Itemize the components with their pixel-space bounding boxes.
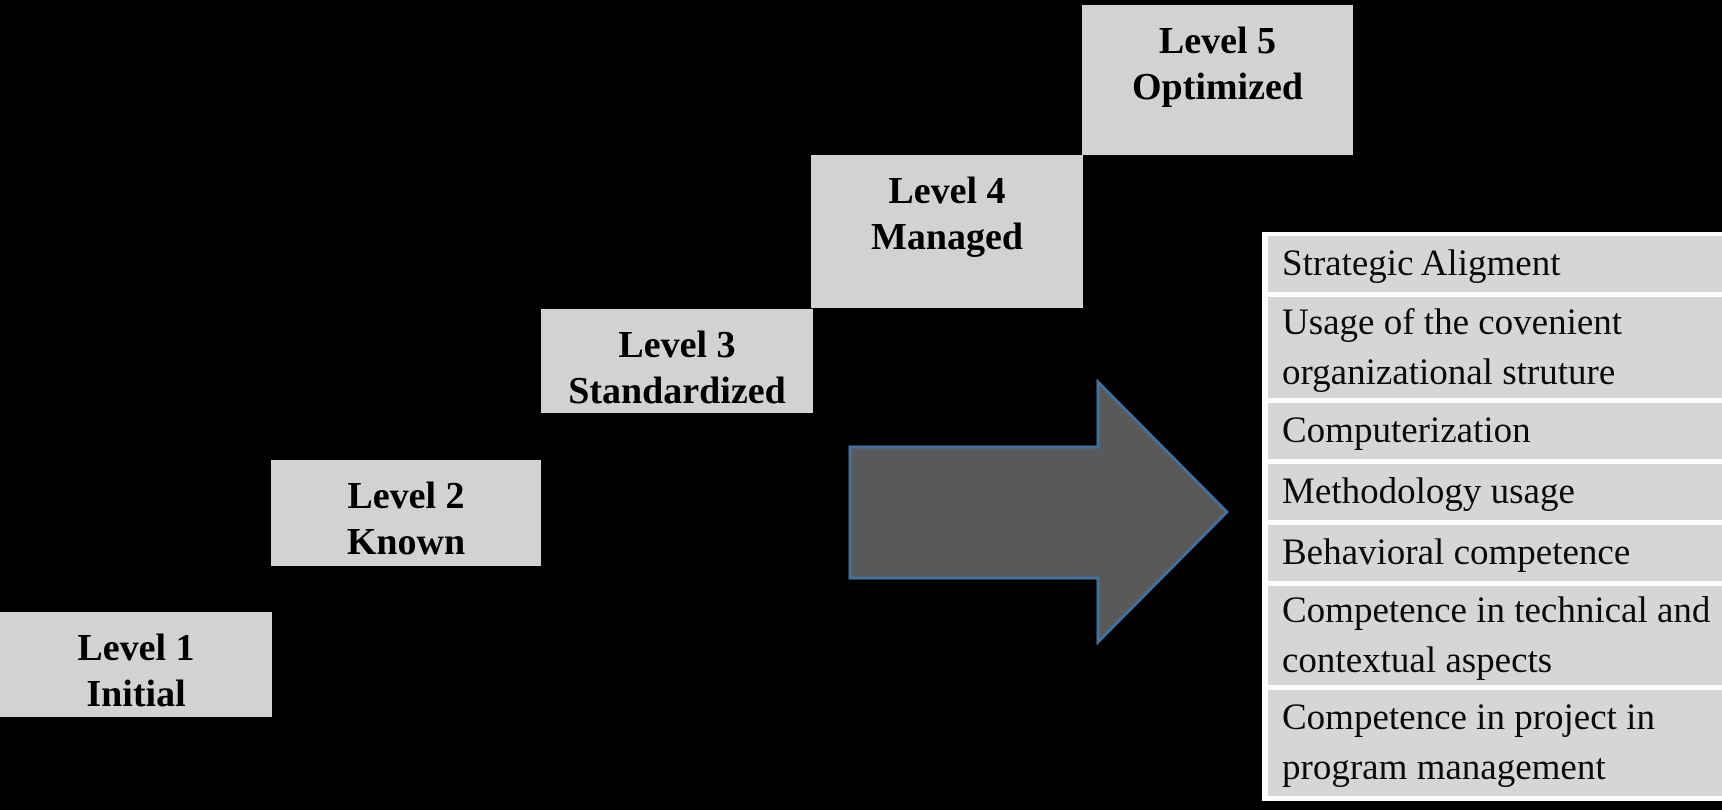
- factor-label: Competence in project in program managem…: [1282, 697, 1655, 788]
- factor-row-methodology-usage: Methodology usage: [1268, 464, 1722, 520]
- level-2-name: Known: [346, 521, 466, 563]
- level-4-name: Managed: [871, 216, 1023, 258]
- factor-row-computerization: Computerization: [1268, 403, 1722, 459]
- right-arrow-shape: [848, 378, 1230, 646]
- factor-row-organizational-structure: Usage of the covenient organizational st…: [1268, 297, 1722, 398]
- factor-label: Usage of the covenient organizational st…: [1282, 301, 1623, 393]
- level-2-label: Level 2: [347, 475, 465, 517]
- factor-label: Behavioral competence: [1282, 532, 1631, 573]
- factor-label: Competence in technical and contextual a…: [1282, 589, 1711, 681]
- factors-table: Strategic Aligment Usage of the covenien…: [1262, 232, 1722, 801]
- level-1-name: Initial: [86, 673, 186, 715]
- level-1-label: Level 1: [77, 627, 195, 669]
- factor-row-behavioral-competence: Behavioral competence: [1268, 525, 1722, 581]
- level-4-label: Level 4: [888, 170, 1006, 212]
- level-5-label: Level 5: [1158, 20, 1277, 62]
- factor-label: Methodology usage: [1282, 471, 1575, 512]
- level-1-box: Level 1 Initial: [0, 612, 272, 717]
- level-2-box: Level 2 Known: [271, 460, 541, 566]
- level-3-label: Level 3: [618, 324, 736, 366]
- level-3-name: Standardized: [568, 370, 786, 412]
- level-4-box: Level 4 Managed: [811, 155, 1083, 308]
- level-3-box: Level 3 Standardized: [541, 309, 813, 413]
- factor-label: Computerization: [1282, 410, 1531, 451]
- factor-row-strategic-alignment: Strategic Aligment: [1268, 236, 1722, 292]
- factor-row-technical-contextual: Competence in technical and contextual a…: [1268, 586, 1722, 685]
- factor-row-project-program-management: Competence in project in program managem…: [1268, 690, 1722, 796]
- factor-label: Strategic Aligment: [1282, 243, 1561, 284]
- level-5-name: Optimized: [1132, 66, 1303, 108]
- level-5-box: Level 5 Optimized: [1082, 5, 1353, 155]
